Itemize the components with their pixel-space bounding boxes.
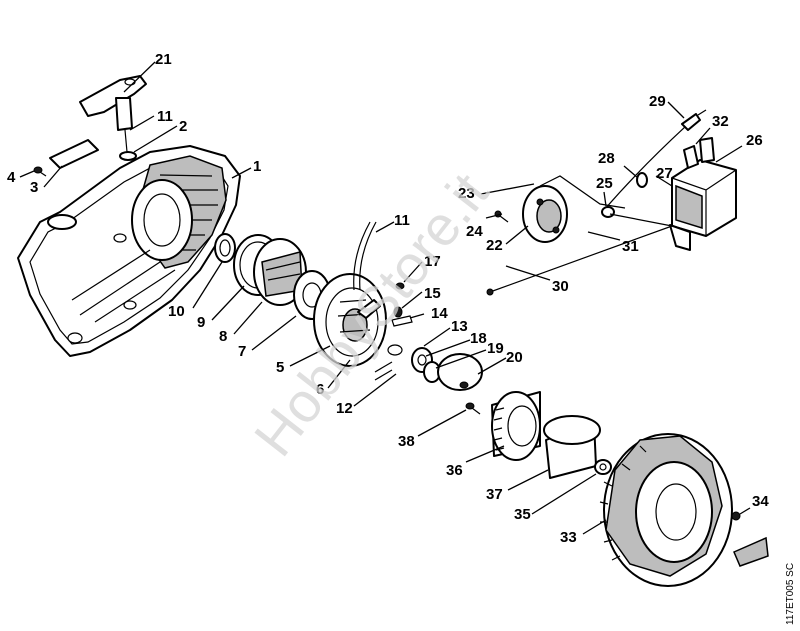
rewind-spring-8 — [253, 238, 307, 306]
label-5: 5 — [276, 359, 284, 376]
rope-rotor-5 — [313, 273, 387, 367]
label-24: 24 — [466, 223, 483, 240]
label-11-top: 11 — [157, 108, 173, 125]
label-2: 2 — [179, 118, 187, 135]
label-33: 33 — [560, 529, 577, 546]
label-18: 18 — [470, 330, 487, 347]
starter-cup-36 — [491, 391, 541, 461]
label-38: 38 — [398, 433, 415, 450]
short-circuit-wire-30-31 — [486, 213, 673, 296]
cover-37 — [543, 415, 601, 479]
label-21: 21 — [155, 51, 172, 68]
spark-plug-cap-29 — [681, 109, 707, 131]
label-3: 3 — [30, 179, 38, 196]
label-plate — [49, 139, 99, 169]
label-6: 6 — [316, 381, 324, 398]
part-labels: 21 11 2 1 4 3 10 9 8 7 5 6 11 12 17 15 1… — [7, 51, 769, 546]
label-30: 30 — [552, 278, 569, 295]
label-29: 29 — [649, 93, 666, 110]
label-4: 4 — [7, 169, 16, 186]
label-22: 22 — [486, 237, 503, 254]
label-35: 35 — [514, 506, 531, 523]
label-8: 8 — [219, 328, 227, 345]
label-10: 10 — [168, 303, 185, 320]
label-37: 37 — [486, 486, 503, 503]
starter-rope-11 — [353, 221, 377, 291]
nut-35 — [594, 459, 612, 475]
watermark: HobbyStore.it — [242, 161, 501, 467]
screw-24 — [494, 210, 509, 223]
label-11-rope: 11 — [394, 212, 410, 229]
label-32: 32 — [712, 113, 729, 130]
label-20: 20 — [506, 349, 523, 366]
label-25: 25 — [596, 175, 613, 192]
label-15: 15 — [424, 285, 441, 302]
label-17: 17 — [424, 253, 441, 270]
label-12: 12 — [336, 400, 353, 417]
ignition-coil-26 — [669, 137, 737, 251]
label-36: 36 — [446, 462, 463, 479]
label-31: 31 — [622, 238, 639, 255]
label-28: 28 — [598, 150, 615, 167]
label-23: 23 — [458, 185, 475, 202]
label-1: 1 — [253, 158, 261, 175]
label-9: 9 — [197, 314, 205, 331]
label-34: 34 — [752, 493, 769, 510]
flywheel-cap-22 — [522, 185, 568, 243]
bushing-10 — [214, 233, 236, 263]
label-7: 7 — [238, 343, 246, 360]
label-27: 27 — [656, 165, 673, 182]
label-26: 26 — [746, 132, 763, 149]
label-19: 19 — [487, 340, 504, 357]
label-13: 13 — [451, 318, 468, 335]
fan-housing — [17, 145, 241, 357]
drawing-code: 117ET005 SC — [785, 563, 796, 625]
screw-4 — [33, 166, 47, 177]
screw-34 — [731, 511, 741, 521]
label-14: 14 — [431, 305, 448, 322]
leader-lines — [19, 61, 751, 535]
flywheel-33 — [599, 433, 769, 587]
screw-38 — [465, 402, 481, 415]
